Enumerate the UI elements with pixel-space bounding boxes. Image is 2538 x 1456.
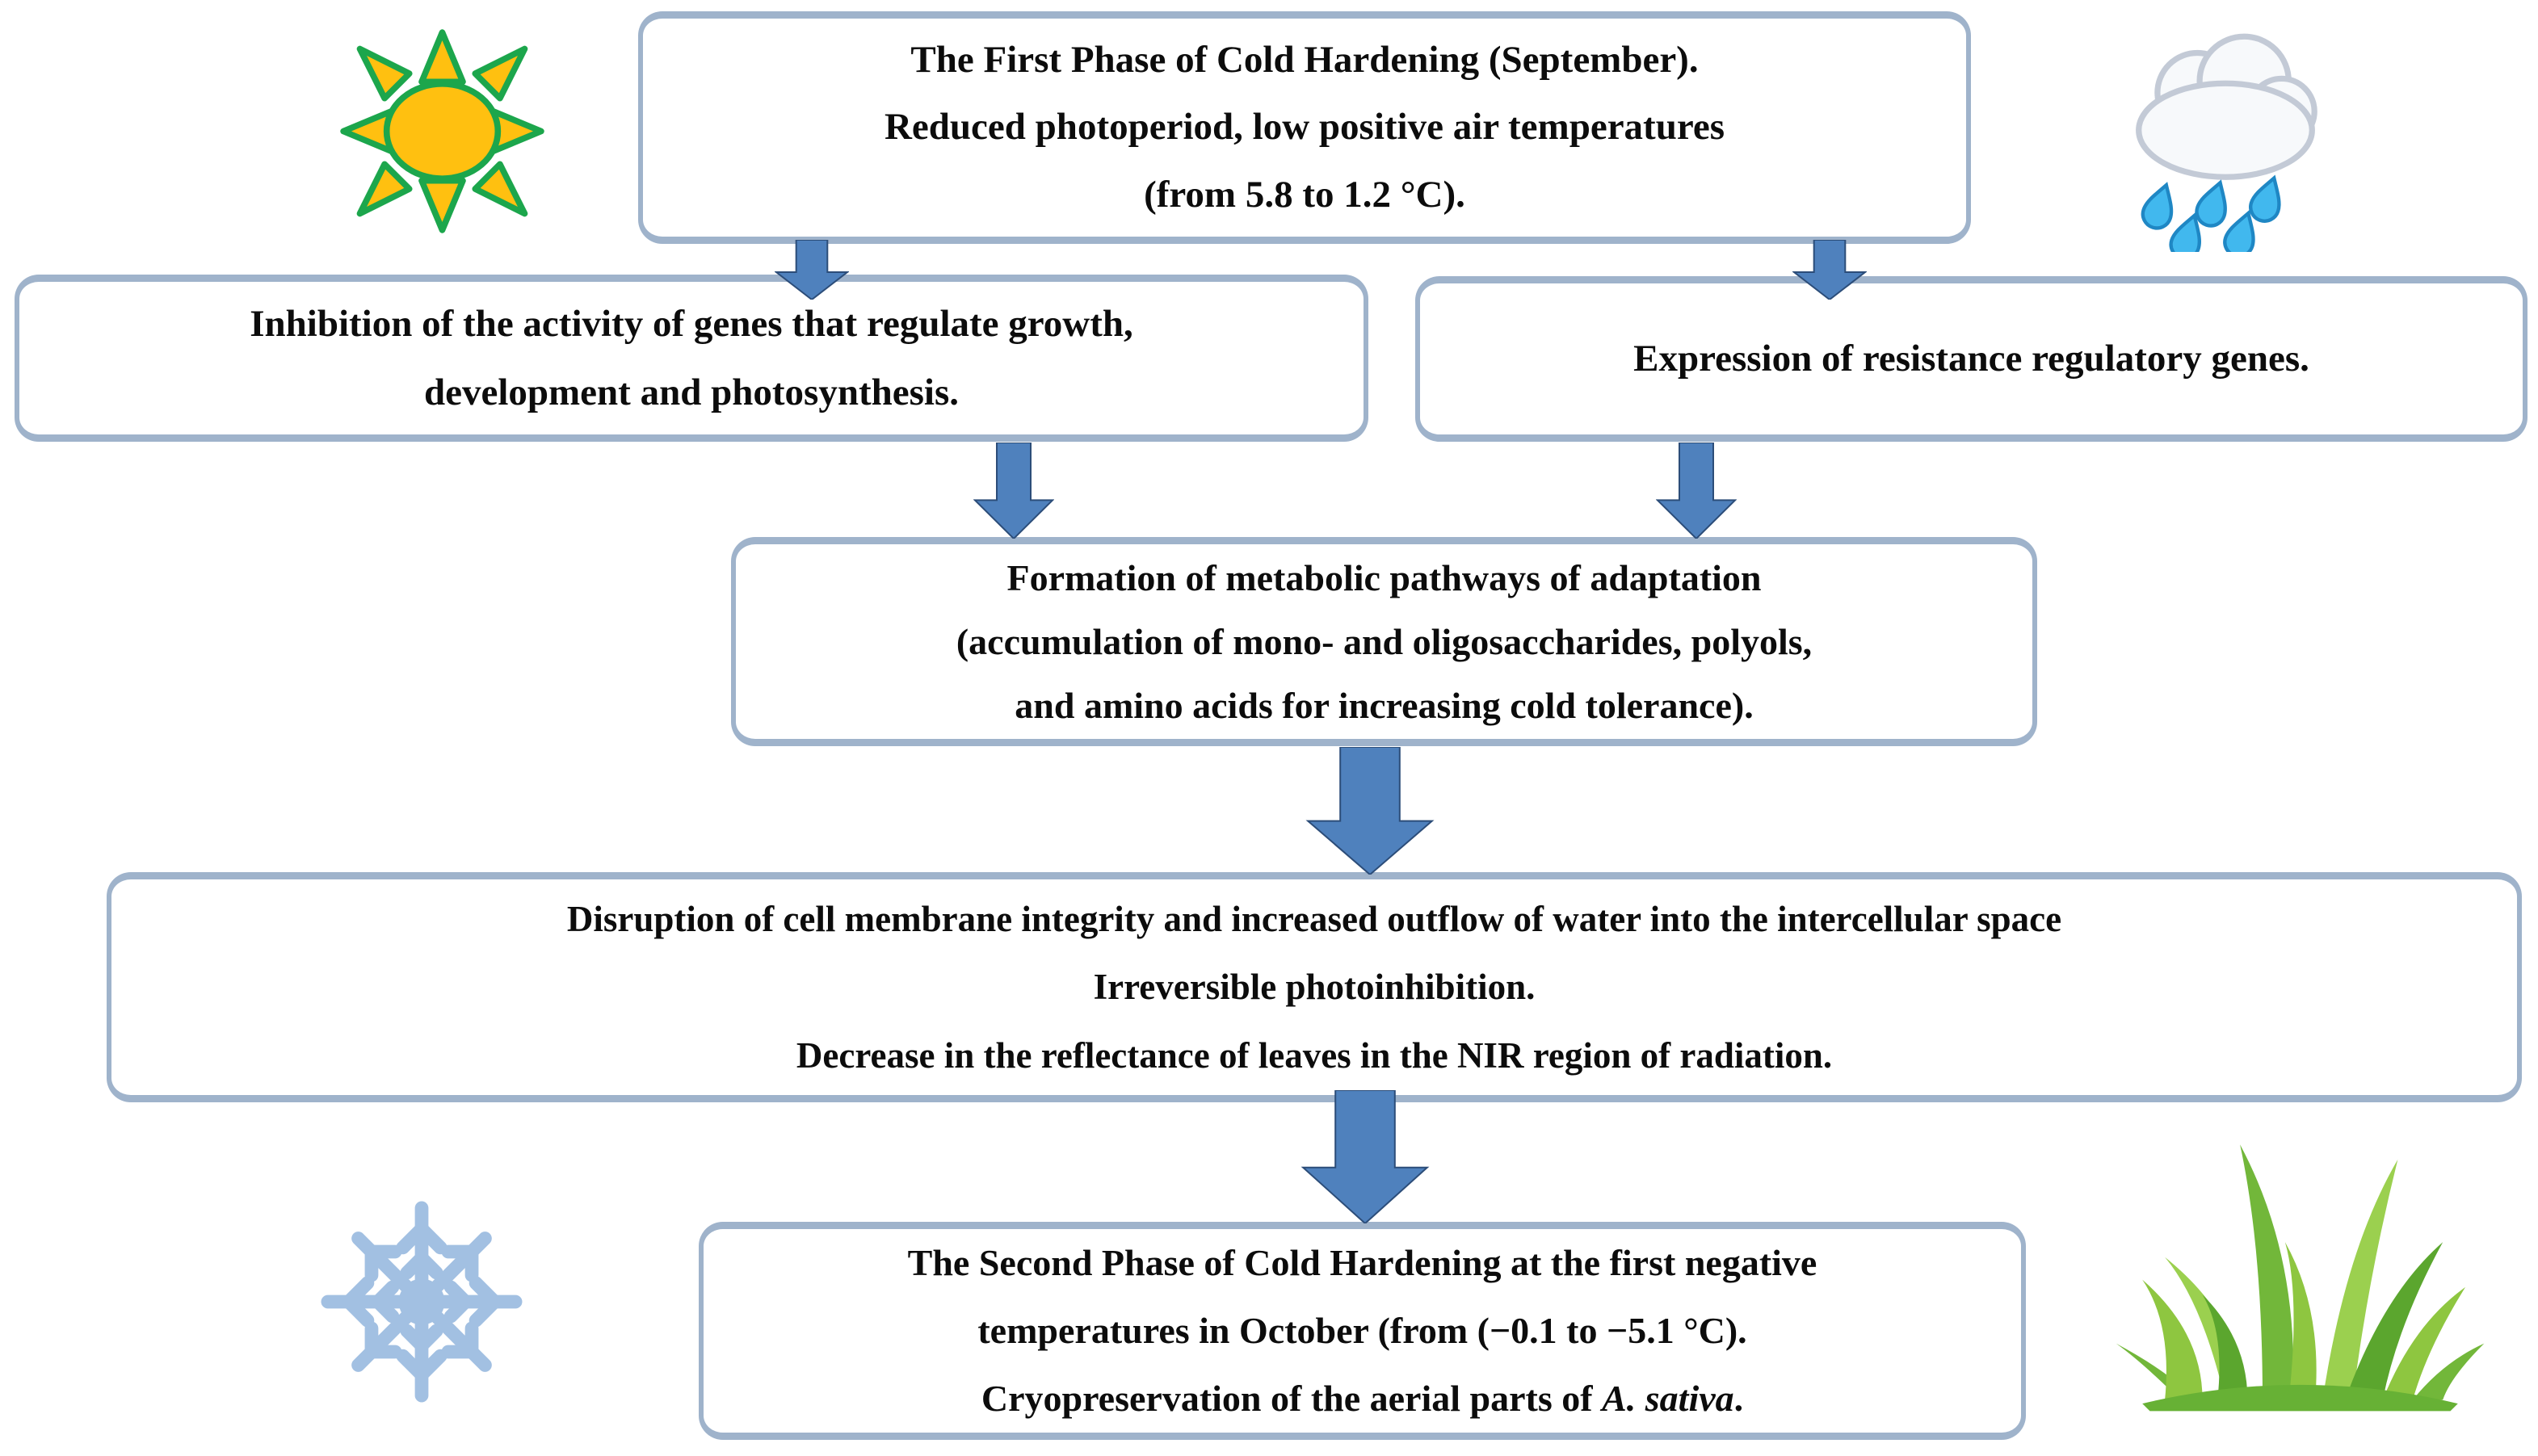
box-text-line: temperatures in October (from (−0.1 to −…	[977, 1310, 1747, 1352]
box-text-line: development and photosynthesis.	[423, 371, 960, 413]
box-text-line: Expression of resistance regulatory gene…	[1633, 338, 2309, 380]
down-arrow-icon	[973, 443, 1054, 539]
box-text-line: Cryopreservation of the aerial parts of …	[981, 1365, 1743, 1433]
box-membrane-disruption: Disruption of cell membrane integrity an…	[107, 872, 2522, 1102]
box-text-line: Disruption of cell membrane integrity an…	[566, 898, 2062, 939]
box-text-line: The First Phase of Cold Hardening (Septe…	[910, 38, 1699, 81]
box-text-line: Inhibition of the activity of genes that…	[250, 302, 1133, 345]
box-text-line: (from 5.8 to 1.2 °C).	[1144, 173, 1465, 216]
box-text-line: The Second Phase of Cold Hardening at th…	[907, 1242, 1817, 1284]
box-expression-genes: Expression of resistance regulatory gene…	[1415, 276, 2527, 442]
box-text-segment: .	[1733, 1377, 1744, 1419]
box-text-line: and amino acids for increasing cold tole…	[1015, 685, 1754, 727]
box-text-line: Reduced photoperiod, low positive air te…	[884, 106, 1725, 149]
box-text-line: Decrease in the reflectance of leaves in…	[796, 1034, 1833, 1076]
down-arrow-icon	[1792, 240, 1867, 300]
box-text-line: (accumulation of mono- and oligosacchari…	[956, 620, 1813, 662]
down-arrow-icon	[1656, 443, 1737, 539]
box-metabolic-pathways: Formation of metabolic pathways of adapt…	[731, 537, 2037, 746]
down-arrow-icon	[775, 240, 849, 300]
snowflake-icon	[317, 1194, 526, 1410]
box-text-line: Formation of metabolic pathways of adapt…	[1006, 556, 1762, 598]
box-first-phase: The First Phase of Cold Hardening (Septe…	[638, 11, 1971, 244]
box-text-segment: Cryopreservation of the aerial parts of	[981, 1377, 1603, 1419]
box-second-phase: The Second Phase of Cold Hardening at th…	[699, 1222, 2026, 1440]
grass-icon	[2112, 1129, 2488, 1412]
down-arrow-icon	[1305, 747, 1435, 875]
box-text-line: Irreversible photoinhibition.	[1093, 967, 1536, 1008]
box-inhibition-genes: Inhibition of the activity of genes that…	[15, 275, 1368, 442]
species-name: A. sativa	[1602, 1377, 1734, 1419]
sun-icon	[335, 28, 549, 234]
down-arrow-icon	[1301, 1090, 1430, 1223]
rain-cloud-icon	[2104, 18, 2347, 252]
